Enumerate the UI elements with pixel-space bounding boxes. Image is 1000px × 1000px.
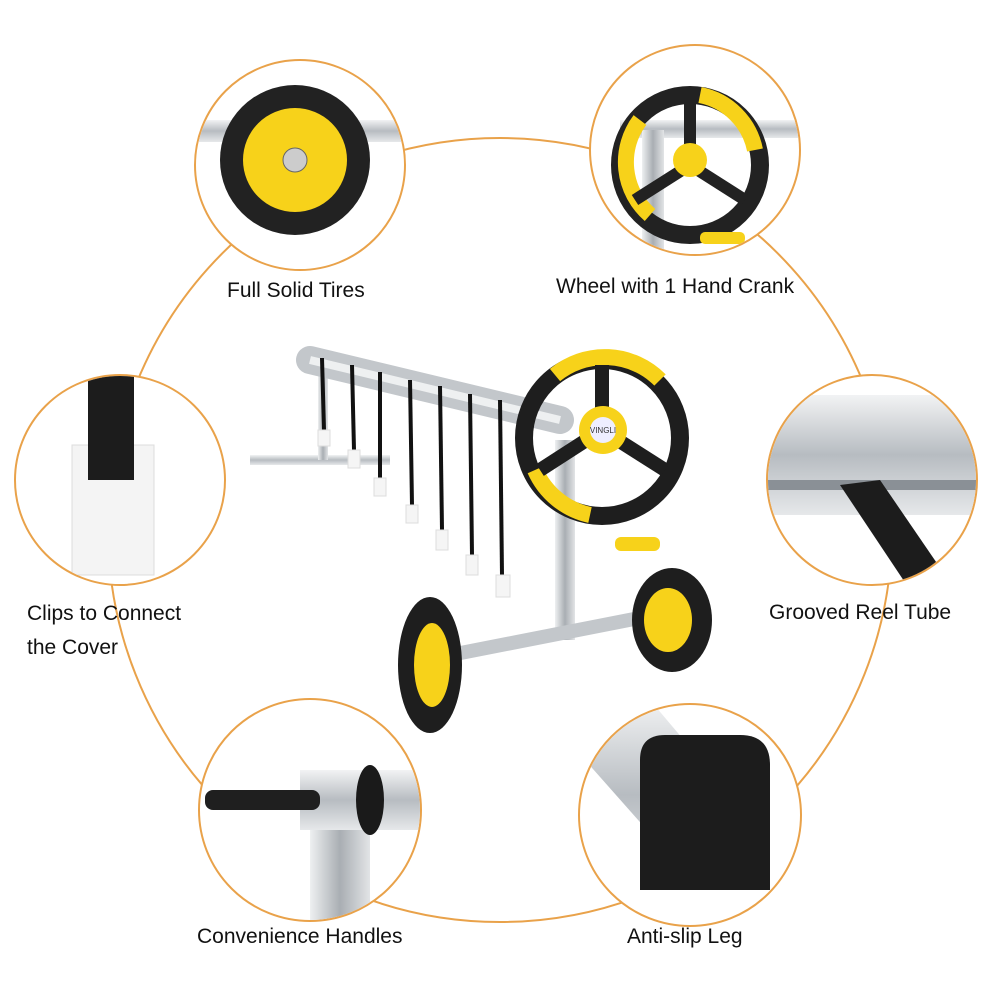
handle-detail-image xyxy=(205,765,420,920)
tire-detail-image xyxy=(196,85,404,235)
tube-detail-image xyxy=(768,395,976,584)
feature-label-leg: Anti-slip Leg xyxy=(627,925,743,948)
feature-label-handles: Convenience Handles xyxy=(197,925,403,948)
feature-label-clips: Clips to Connect the Cover xyxy=(27,597,181,665)
brand-logo: VINGLI xyxy=(590,426,616,435)
clips-label-line1: Clips to Connect xyxy=(27,602,182,625)
feature-label-tube: Grooved Reel Tube xyxy=(769,601,952,624)
clips-label-line2: the Cover xyxy=(27,636,119,659)
feature-label-tires: Full Solid Tires xyxy=(227,279,365,302)
clip-detail-image xyxy=(71,376,155,576)
leg-detail-image xyxy=(585,705,770,890)
feature-label-crank: Wheel with 1 Hand Crank xyxy=(556,275,795,298)
reel-product-image: VINGLI xyxy=(250,346,712,733)
crank-detail-image xyxy=(611,86,799,254)
